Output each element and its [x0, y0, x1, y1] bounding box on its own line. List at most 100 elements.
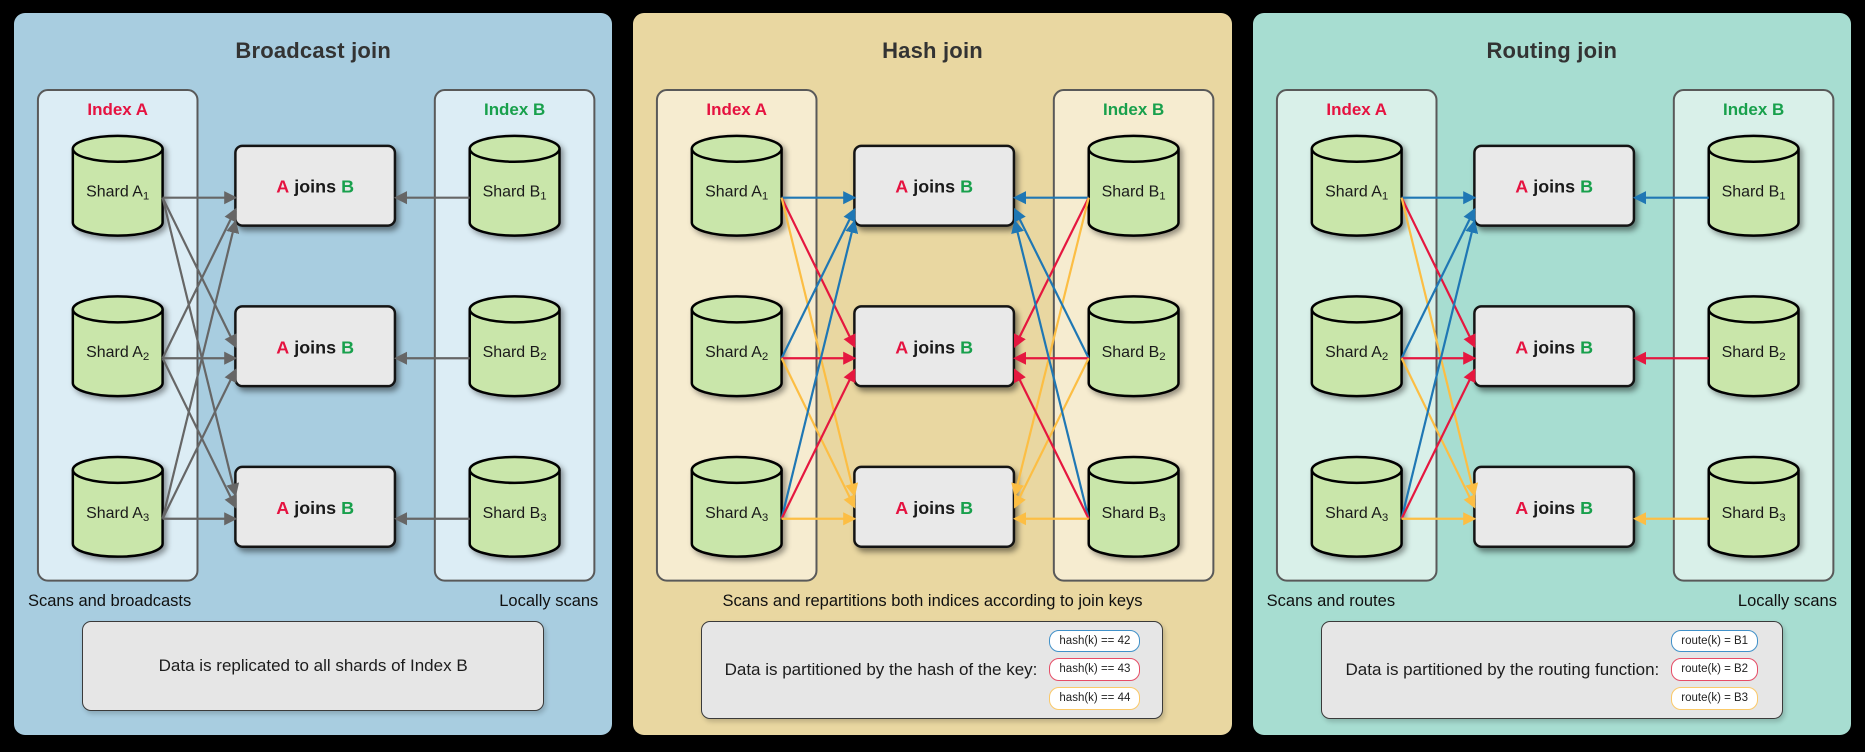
index-a-label: Index A: [1326, 100, 1387, 119]
panel-routing-join: Routing join Index A Shard A1 Shard A2 Shar…: [1252, 13, 1851, 735]
edge-a2-join1: [1400, 207, 1476, 359]
shard-a3-cylinder: Shard A3: [1310, 455, 1403, 558]
description-box: Data is replicated to all shards of Inde…: [82, 620, 545, 711]
shard-a2-cylinder: Shard A2: [690, 295, 784, 398]
edge-a1-join2: [161, 197, 237, 349]
routing-join-diagram: Index A Shard A1 Shard A2 Shard A3 Index B Sh…: [1275, 88, 1835, 582]
join-box-label-1: A joins B: [1515, 177, 1593, 197]
shard-b3-cylinder: Shard B3: [1087, 455, 1181, 558]
edge-a1-join3: [1400, 197, 1478, 497]
description-text: Data is partitioned by the hash of the k…: [724, 659, 1038, 679]
shard-a1-cylinder: Shard A1: [1310, 134, 1403, 237]
edge-a3-join2: [780, 368, 856, 520]
edge-a3-join1: [161, 219, 240, 520]
shard-b2-label: Shard B2: [1102, 344, 1166, 363]
shard-a3-label: Shard A3: [1325, 505, 1388, 524]
shard-a2-label: Shard A2: [86, 344, 149, 363]
join-box-label-3: A joins B: [276, 498, 354, 518]
description-box: Data is partitioned by the hash of the k…: [701, 620, 1164, 719]
hash-join-diagram: Index A Shard A1 Shard A2 Shard A3 Index B Sh…: [656, 88, 1215, 582]
join-box-1: [1472, 144, 1635, 227]
shard-b1-label: Shard B1: [1721, 184, 1785, 203]
shard-b1-label: Shard B1: [1102, 184, 1166, 203]
panel-title: Hash join: [882, 38, 983, 63]
edge-a2-join1: [161, 207, 237, 359]
edge-b3-join1: [1011, 219, 1091, 520]
caption-row: Scans and broadcasts Locally scans: [14, 590, 612, 612]
shard-b2-label: Shard B2: [1721, 344, 1785, 363]
rule-pills: hash(k) == 42 hash(k) == 43 hash(k) == 44: [1049, 629, 1141, 710]
shard-a1-label: Shard A1: [86, 184, 149, 203]
broadcast-join-diagram: Index A Shard A1 Shard A2 Shard A3 Index B Sh…: [36, 88, 596, 582]
edge-a3-join2: [161, 368, 237, 520]
join-box-label-3: A joins B: [1515, 498, 1593, 518]
index-a-label: Index A: [87, 100, 148, 119]
routing-rule-pill: route(k) = B1: [1671, 629, 1759, 653]
description-box: Data is partitioned by the routing funct…: [1320, 620, 1783, 719]
index-b-label: Index B: [1723, 100, 1784, 119]
index-b-label: Index B: [1103, 100, 1164, 119]
shard-b1-cylinder: Shard B1: [1707, 134, 1800, 237]
hash-rule-pill: hash(k) == 44: [1049, 686, 1141, 710]
edge-a3-join2: [1400, 368, 1476, 520]
edge-a1-join2: [780, 197, 856, 349]
shard-b1-cylinder: Shard B1: [1087, 134, 1181, 237]
index-a-label: Index A: [707, 100, 768, 119]
shard-a1-cylinder: Shard A1: [690, 134, 784, 237]
shard-b2-cylinder: Shard B2: [1707, 295, 1800, 398]
caption-center: Scans and repartitions both indices acco…: [722, 591, 1143, 610]
join-box-label-3: A joins B: [896, 498, 974, 518]
edge-b1-join3: [1011, 197, 1091, 497]
join-box-label-1: A joins B: [276, 177, 354, 197]
caption-row: Scans and repartitions both indices acco…: [633, 590, 1231, 612]
description-text: Data is replicated to all shards of Inde…: [158, 655, 468, 675]
edge-b1-join2: [1014, 197, 1091, 349]
caption-left: Scans and routes: [1266, 591, 1396, 610]
panel-title: Routing join: [1486, 38, 1618, 63]
edge-b2-join1: [1014, 207, 1091, 359]
join-box-label-2: A joins B: [1515, 337, 1593, 357]
edge-a2-join3: [780, 357, 856, 509]
edge-a2-join3: [1400, 357, 1476, 509]
index-b-label: Index B: [484, 100, 545, 119]
hash-rule-pill: hash(k) == 43: [1049, 658, 1141, 681]
description-text: Data is partitioned by the routing funct…: [1345, 659, 1660, 679]
edge-a2-join1: [780, 207, 856, 359]
shard-b3-cylinder: Shard B3: [1707, 455, 1800, 558]
edge-b3-join2: [1014, 368, 1091, 520]
join-box-label-2: A joins B: [896, 337, 974, 357]
panel-broadcast-join: Broadcast join Index A Shard A1 Shard A2 Sh…: [14, 13, 613, 735]
shard-b3-label: Shard B3: [1102, 505, 1166, 524]
edge-a3-join1: [1400, 219, 1478, 520]
shard-a1-cylinder: Shard A1: [71, 134, 164, 237]
edge-a1-join2: [1400, 197, 1476, 349]
edge-a3-join1: [780, 219, 859, 520]
caption-row: Scans and routes Locally scans: [1253, 590, 1851, 612]
shard-b3-cylinder: Shard B3: [468, 455, 561, 558]
shard-a3-cylinder: Shard A3: [71, 455, 164, 558]
caption-left: Scans and broadcasts: [28, 591, 192, 610]
join-box-label-1: A joins B: [896, 177, 974, 197]
shard-a2-cylinder: Shard A2: [1310, 295, 1403, 398]
edge-a1-join3: [161, 197, 240, 497]
shard-a3-cylinder: Shard A3: [690, 455, 784, 558]
shard-b3-label: Shard B3: [1721, 505, 1785, 524]
caption-right: Locally scans: [1737, 591, 1837, 610]
shard-a3-label: Shard A3: [86, 505, 149, 524]
shard-b1-label: Shard B1: [483, 184, 547, 203]
shard-a2-label: Shard A2: [1325, 344, 1388, 363]
edge-a1-join3: [780, 197, 859, 497]
shard-b2-label: Shard B2: [483, 344, 547, 363]
shard-a2-cylinder: Shard A2: [71, 295, 164, 398]
hash-rule-pill: hash(k) == 42: [1049, 629, 1141, 653]
edge-a2-join3: [161, 357, 237, 509]
join-box-label-2: A joins B: [276, 337, 354, 357]
panel-title: Broadcast join: [235, 38, 391, 63]
shard-b3-label: Shard B3: [483, 505, 547, 524]
shard-a2-label: Shard A2: [705, 344, 768, 363]
routing-rule-pill: route(k) = B3: [1671, 686, 1759, 710]
caption-right: Locally scans: [499, 591, 599, 610]
join-box-1: [234, 144, 397, 227]
